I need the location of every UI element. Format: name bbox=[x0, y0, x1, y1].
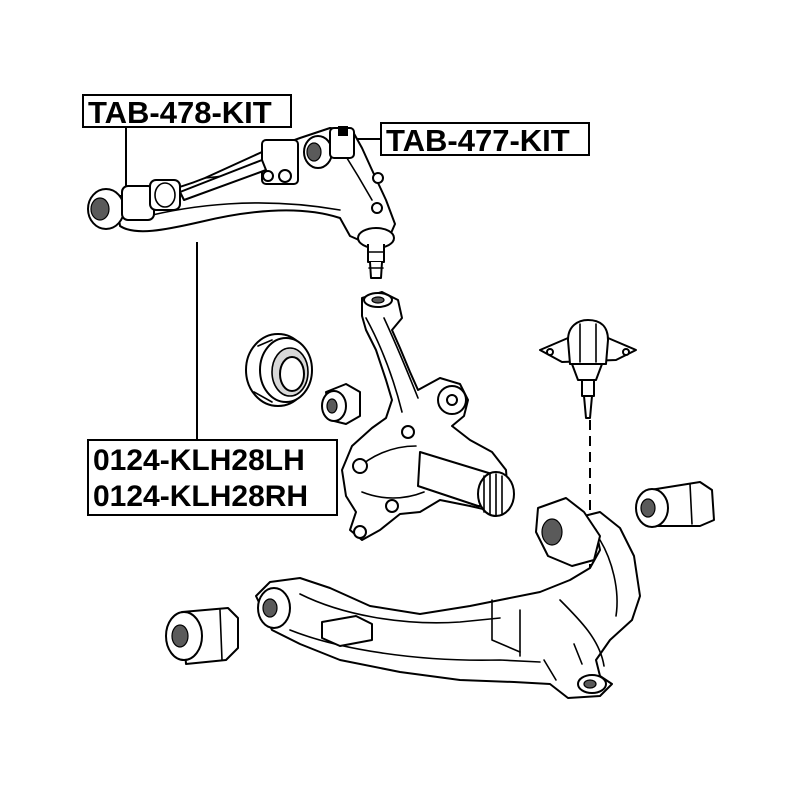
hub-seal bbox=[245, 333, 313, 407]
part-label-tab-477-kit: TAB-477-KIT bbox=[380, 122, 590, 156]
upper-control-arm bbox=[87, 126, 396, 279]
lower-control-arm bbox=[255, 497, 641, 699]
lower-ball-joint bbox=[539, 319, 637, 419]
part-label-klh28rh: 0124-KLH28RH bbox=[93, 480, 309, 513]
part-label-tab-478-kit: TAB-478-KIT bbox=[82, 94, 292, 128]
part-label-klh28lh: 0124-KLH28LH bbox=[93, 444, 305, 477]
lower-arm-bushing-right bbox=[635, 481, 715, 528]
knuckle-bushing bbox=[321, 383, 361, 425]
lower-arm-bushing-left bbox=[165, 607, 239, 665]
part-label-lower-arm-bushing: 0124-KLH28LH 0124-KLH28RH bbox=[87, 439, 338, 516]
steering-knuckle bbox=[341, 291, 515, 541]
